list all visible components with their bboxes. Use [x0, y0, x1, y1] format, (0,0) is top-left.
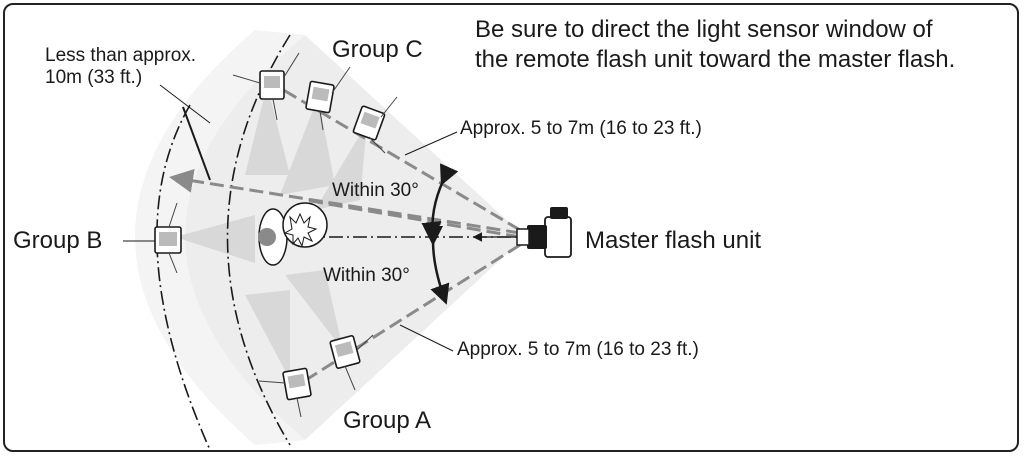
angle-top-label: Within 30°: [332, 180, 419, 201]
instruction-line-1: Be sure to direct the light sensor windo…: [475, 16, 933, 43]
beam-group-c-3: [315, 123, 367, 210]
master-camera-icon: [516, 207, 572, 258]
flash-unit-icon: [329, 334, 374, 391]
angle-arc-bottom: [422, 225, 450, 305]
range-marker-line: [182, 106, 211, 181]
arrow-to-group-b: [169, 168, 521, 235]
master-flash-label: Master flash unit: [585, 227, 762, 254]
flash-unit-icon: [352, 96, 398, 154]
flash-layout-diagram: [123, 30, 572, 450]
arrow-to-subject: [304, 198, 521, 239]
beam-group-c-1: [245, 85, 290, 175]
beam-group-a-1: [245, 290, 290, 380]
group-b-label: Group B: [13, 227, 103, 254]
range-label-line-2: 10m (33 ft.): [45, 67, 143, 89]
distance-top-label: Approx. 5 to 7m (16 to 23 ft.): [460, 118, 702, 139]
arrow-to-group-a: [289, 243, 521, 392]
subject-icon: [258, 202, 328, 266]
range-label: Less than approx. 10m (33 ft.): [45, 45, 196, 90]
outer-coverage-band: [135, 30, 305, 445]
angle-bottom-label: Within 30°: [323, 265, 410, 286]
group-a-label: Group A: [343, 407, 432, 434]
arrow-to-group-c: [274, 83, 521, 232]
flash-unit-icon: [305, 66, 351, 131]
flash-unit-icon: [154, 202, 182, 274]
distance-top-leader: [404, 131, 458, 156]
range-leader: [159, 84, 211, 124]
beam-group-b: [175, 215, 255, 263]
range-arc-outer: [156, 104, 211, 450]
group-c-label: Group C: [332, 36, 423, 63]
range-arc-inner: [226, 34, 291, 446]
flash-unit-icon: [232, 52, 300, 121]
instruction-note: Be sure to direct the light sensor windo…: [475, 15, 955, 75]
range-label-line-1: Less than approx.: [45, 45, 197, 66]
instruction-line-2: the remote flash unit toward the master …: [475, 46, 956, 73]
distance-bottom-leader: [399, 324, 454, 352]
diagram-frame: Be sure to direct the light sensor windo…: [3, 3, 1019, 452]
beam-group-a-2: [285, 270, 343, 350]
distance-bottom-label: Approx. 5 to 7m (16 to 23 ft.): [457, 339, 699, 360]
flash-unit-icon: [258, 367, 312, 418]
